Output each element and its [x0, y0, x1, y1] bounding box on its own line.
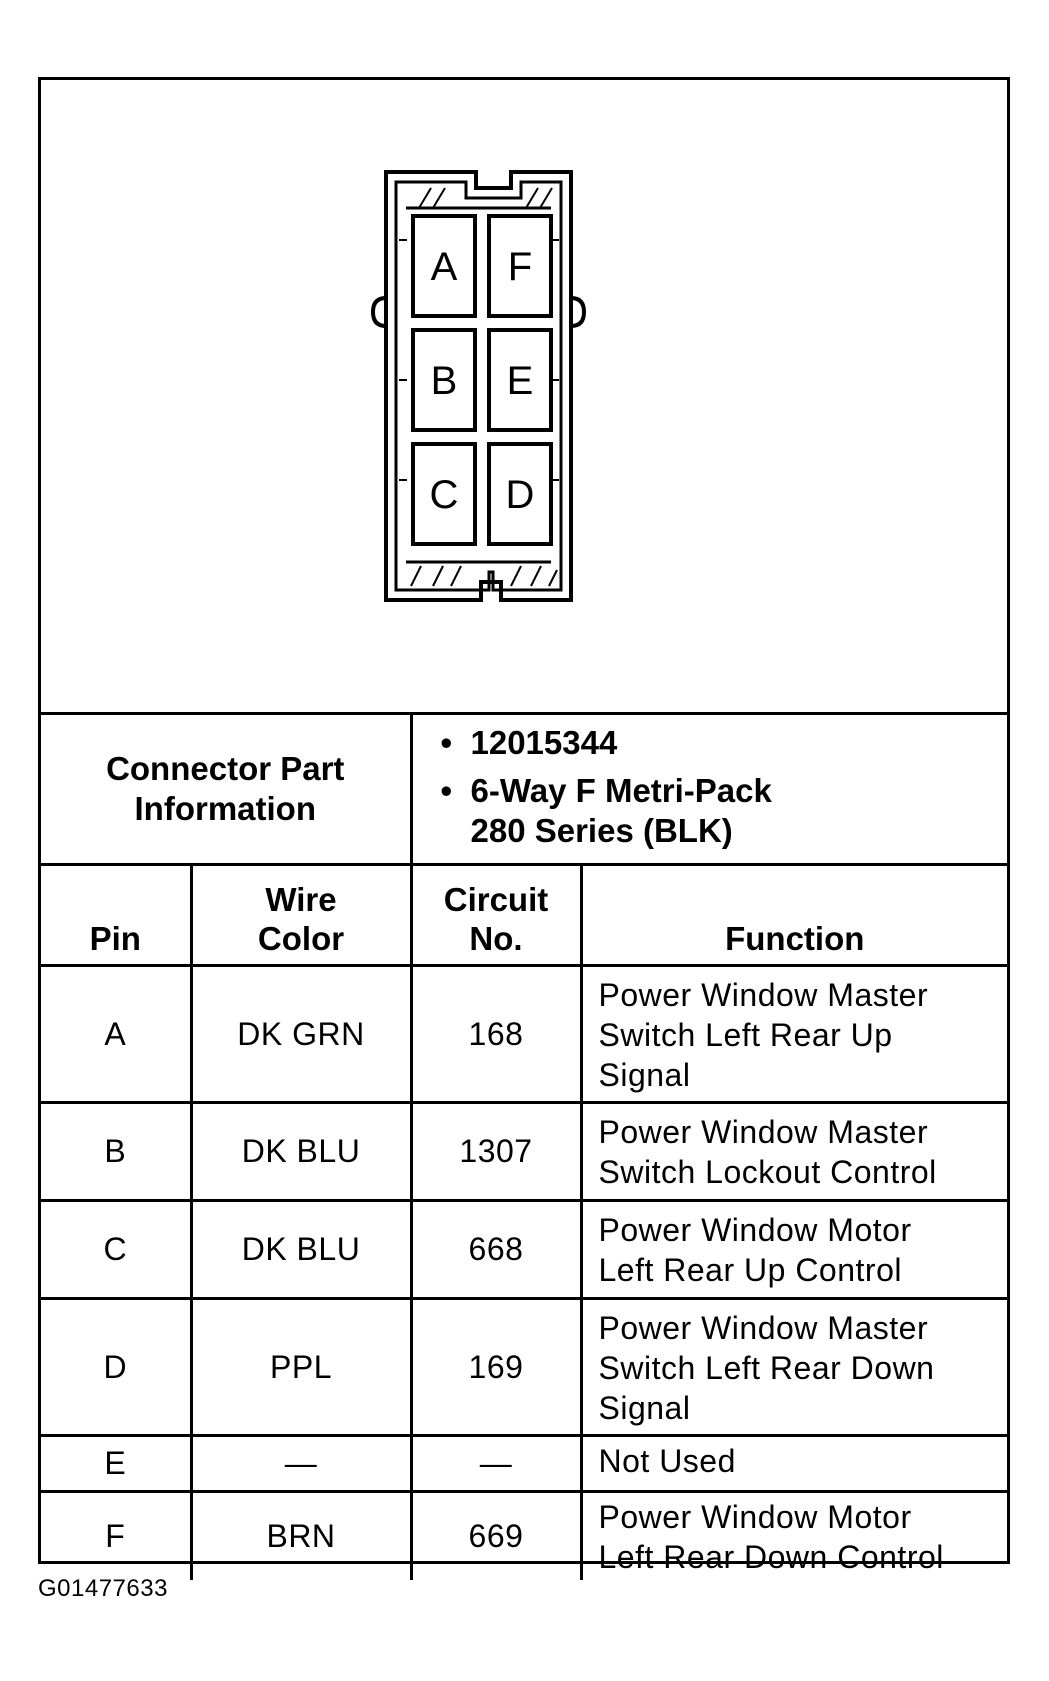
bullet-icon: •: [440, 724, 453, 761]
table-row: F BRN 669 Power Window Motor Left Rear D…: [41, 1490, 1007, 1580]
function-cell: Power Window Motor Left Rear Up Control: [579, 1199, 1007, 1300]
document-id: G01477633: [38, 1575, 168, 1602]
pin-cavity-b: [411, 328, 477, 432]
pin-cell: F: [41, 1490, 193, 1580]
wire-color-cell: DK GRN: [189, 964, 413, 1104]
bullet-icon: •: [440, 772, 453, 809]
table-row: E — — Not Used: [41, 1434, 1007, 1493]
circuit-cell: 168: [409, 964, 583, 1104]
part-info-value: • 12015344 • 6-Way F Metri-Pack 280 Seri…: [409, 712, 1007, 866]
circuit-cell: —: [409, 1434, 583, 1493]
header-function: Function: [579, 863, 1007, 967]
pin-cell: C: [41, 1199, 193, 1300]
table-row: A DK GRN 168 Power Window Master Switch …: [41, 964, 1007, 1104]
circuit-cell: 169: [409, 1297, 583, 1437]
pin-cavity-a: [411, 214, 477, 318]
function-cell: Power Window Motor Left Rear Down Contro…: [579, 1490, 1007, 1580]
table-row: D PPL 169 Power Window Master Switch Lef…: [41, 1297, 1007, 1437]
header-pin: Pin: [41, 863, 193, 967]
wire-color-cell: —: [189, 1434, 413, 1493]
wire-color-cell: BRN: [189, 1490, 413, 1580]
pin-cavity-f: [487, 214, 553, 318]
pin-label-c: C: [430, 473, 459, 517]
function-cell: Not Used: [579, 1434, 1007, 1493]
function-cell: Power Window Master Switch Left Rear Dow…: [579, 1297, 1007, 1437]
pin-cavity-e: [487, 328, 553, 432]
part-description-line1: 6-Way F Metri-Pack: [470, 772, 772, 809]
table-row: B DK BLU 1307 Power Window Master Switch…: [41, 1101, 1007, 1202]
circuit-cell: 1307: [409, 1101, 583, 1202]
pin-cell: D: [41, 1297, 193, 1437]
pin-label-b: B: [431, 359, 458, 403]
connector-pinout-table: Connector Part Information • 12015344 • …: [41, 712, 1007, 1580]
pin-cell: A: [41, 964, 193, 1104]
table-row: C DK BLU 668 Power Window Motor Left Rea…: [41, 1199, 1007, 1300]
function-cell: Power Window Master Switch Left Rear Up …: [579, 964, 1007, 1104]
pin-label-d: D: [506, 473, 535, 517]
part-number: 12015344: [470, 724, 618, 761]
function-cell: Power Window Master Switch Lockout Contr…: [579, 1101, 1007, 1202]
pin-cell: E: [41, 1434, 193, 1493]
pin-cell: B: [41, 1101, 193, 1202]
connector-face-drawing: A F B E C D: [370, 170, 587, 602]
circuit-cell: 669: [409, 1490, 583, 1580]
wire-color-cell: PPL: [189, 1297, 413, 1437]
pin-label-e: E: [507, 359, 534, 403]
pin-label-a: A: [431, 245, 458, 289]
figure-frame: A F B E C D Connector Part Information •: [38, 77, 1010, 1580]
pin-cavity-d: [487, 442, 553, 546]
wire-color-cell: DK BLU: [189, 1199, 413, 1300]
pin-cavity-c: [411, 442, 477, 546]
part-info-label: Connector Part Information: [41, 712, 413, 866]
part-info-row: Connector Part Information • 12015344 • …: [41, 712, 1007, 866]
wire-color-cell: DK BLU: [189, 1101, 413, 1202]
circuit-cell: 668: [409, 1199, 583, 1300]
connector-diagram: A F B E C D: [41, 80, 1007, 712]
pin-label-f: F: [508, 245, 532, 289]
part-description-line2: 280 Series (BLK): [470, 812, 733, 849]
